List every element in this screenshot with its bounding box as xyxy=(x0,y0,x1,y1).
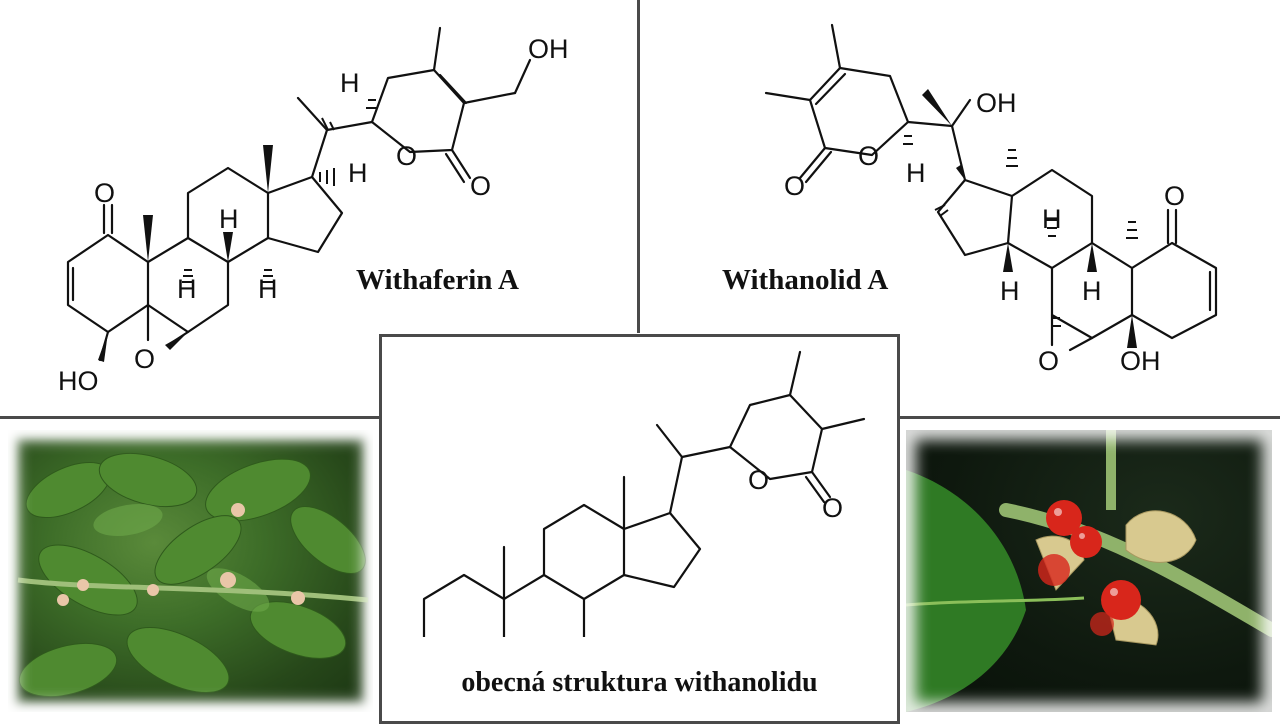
withanolid-o-ring: O xyxy=(858,141,879,171)
withanolid-name: Withanolid A xyxy=(722,264,889,296)
withaferin-h-c14: H xyxy=(258,274,278,304)
withaferin-o-ring: O xyxy=(396,141,417,171)
general-structure-caption: obecná struktura withanolidu xyxy=(461,667,818,698)
withanolid-h-c14: H xyxy=(1000,276,1020,306)
withaferin-o-carbonyl: O xyxy=(470,171,491,201)
withaferin-name: Withaferin A xyxy=(356,264,519,296)
plant-berries-illustration xyxy=(906,430,1272,712)
general-structure-panel: O O obecná struktura withanolidu xyxy=(379,334,900,724)
horizontal-divider-left xyxy=(0,416,380,419)
plant-leaves-photo xyxy=(8,430,373,712)
vertical-divider xyxy=(637,0,640,333)
withaferin-h-c9: H xyxy=(177,274,197,304)
withaferin-h-c8: H xyxy=(219,204,239,234)
withanolid-h-c9: H xyxy=(1082,276,1102,306)
withaferin-structure: OH H O O H O H H H HO O xyxy=(58,26,569,396)
withaferin-h-c17: H xyxy=(348,158,368,188)
withaferin-o-ketone: O xyxy=(94,178,115,208)
withanolid-o-ketone: O xyxy=(1164,181,1185,211)
withanolid-structure: OH O O H O H H H O OH xyxy=(764,23,1218,376)
withanolid-o-epoxide: O xyxy=(1038,346,1059,376)
general-o-ring: O xyxy=(748,465,769,495)
withaferin-oh-top: OH xyxy=(528,34,569,64)
withanolid-oh-c5: OH xyxy=(1120,346,1161,376)
general-structure: O O xyxy=(422,350,866,671)
plant-berries-photo xyxy=(906,430,1272,712)
withanolid-panel: OH O O H O H H H O OH Withanolid A xyxy=(640,0,1280,418)
withaferin-h-side: H xyxy=(340,68,360,98)
withaferin-ho-c4: HO xyxy=(58,366,99,396)
withanolid-h-c8: H xyxy=(1042,204,1062,234)
withanolid-h-c22: H xyxy=(906,158,926,188)
plant-leaves-illustration xyxy=(17,452,369,698)
withaferin-o-epoxide: O xyxy=(134,344,155,374)
withanolid-o-carbonyl: O xyxy=(784,171,805,201)
general-o-carbonyl: O xyxy=(822,493,843,523)
withanolid-oh-c20: OH xyxy=(976,88,1017,118)
horizontal-divider-right xyxy=(899,416,1280,419)
withaferin-panel: OH H O O H O H H H HO O Withaferin A xyxy=(0,0,640,418)
